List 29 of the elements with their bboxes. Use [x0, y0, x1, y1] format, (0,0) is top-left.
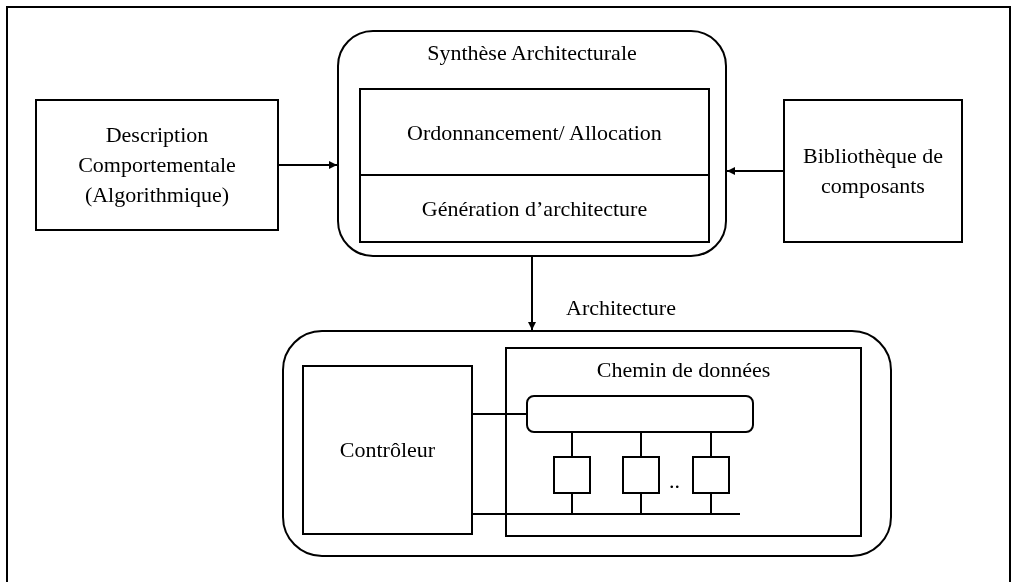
- bus-box: [526, 395, 754, 433]
- unit-box: [553, 456, 591, 494]
- connector-line: [472, 493, 712, 515]
- edge-label: Architecture: [566, 295, 676, 321]
- group-title: Chemin de données: [595, 356, 772, 384]
- datapath-box: [505, 347, 862, 537]
- node-label: Génération d’architecture: [420, 194, 649, 223]
- unit-box: [622, 456, 660, 494]
- arrow: [726, 167, 784, 175]
- process-group: [337, 30, 727, 257]
- process-box: [35, 99, 279, 231]
- unit-box: [692, 456, 730, 494]
- architecture-box: [282, 330, 892, 557]
- connector-line: [710, 432, 712, 457]
- node-label: Bibliothèque de composants: [802, 142, 944, 200]
- ellipsis-label: ..: [669, 468, 680, 494]
- arrow: [528, 256, 536, 331]
- process-box: [359, 88, 710, 176]
- group-title: Synthèse Architecturale: [426, 39, 638, 67]
- connector-line: [571, 432, 573, 457]
- node-label: Ordonnancement/ Allocation: [406, 119, 663, 147]
- node-label: Contrôleur: [338, 436, 437, 464]
- node-label: Description Comportementale (Algorithmique): [77, 121, 237, 209]
- controller-box: [302, 365, 473, 535]
- connector-line: [640, 432, 642, 457]
- connector-line: [472, 413, 527, 415]
- process-box: [359, 174, 710, 243]
- arrow: [278, 161, 338, 169]
- process-box: [783, 99, 963, 243]
